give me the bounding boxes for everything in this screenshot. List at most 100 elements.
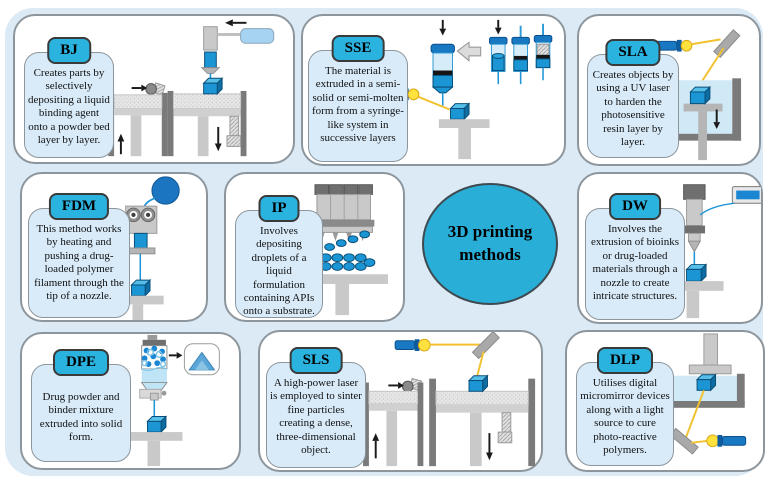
fdm-label: FDM bbox=[61, 198, 97, 214]
fdm-badge: FDM bbox=[48, 193, 110, 220]
dpe-badge: DPE bbox=[53, 349, 109, 376]
panel-sls: SLS A high-power laser is employed to si… bbox=[258, 330, 543, 472]
build-platform bbox=[663, 281, 724, 319]
build-platform bbox=[128, 432, 183, 467]
dw-label: DW bbox=[622, 198, 648, 214]
ip-textbox: IP Involves depositing droplets of a liq… bbox=[235, 195, 323, 318]
dlp-illustration bbox=[663, 333, 747, 455]
sse-illustration bbox=[387, 19, 553, 160]
dw-illustration bbox=[663, 184, 761, 319]
dlp-textbox: DLP Utilises digital micromirror devices… bbox=[576, 347, 674, 466]
sls-illustration bbox=[363, 332, 536, 467]
syringe-a bbox=[489, 19, 508, 85]
panel-dw: DW Involves the extrusion of bioinks or … bbox=[577, 172, 763, 324]
fdm-textbox: FDM This method works by heating and pus… bbox=[28, 193, 130, 318]
light-beam-source bbox=[691, 439, 708, 444]
fdm-description: This method works by heating and pushing… bbox=[34, 223, 124, 303]
down-arrow-icon bbox=[486, 433, 493, 461]
dlp-badge: DLP bbox=[597, 347, 653, 374]
flashlight-icon bbox=[654, 39, 693, 52]
dlp-description: Utilises digital micromirror devices alo… bbox=[580, 377, 670, 457]
down-arrow-icon bbox=[214, 126, 222, 152]
roller-icon bbox=[131, 82, 166, 96]
inkjet-printhead bbox=[313, 184, 375, 242]
build-platform bbox=[114, 295, 164, 320]
roller-icon bbox=[388, 377, 423, 393]
up-arrow-icon bbox=[117, 133, 125, 155]
droplets bbox=[319, 230, 376, 271]
dpe-illustration bbox=[128, 334, 220, 467]
panel-sse: SSE The material is extruded in a semi-s… bbox=[301, 14, 566, 166]
sse-description: The material is extruded in a semi-solid… bbox=[312, 65, 404, 145]
mirror-icon bbox=[471, 332, 500, 360]
cube-icon bbox=[467, 374, 489, 393]
ip-label: IP bbox=[271, 200, 287, 216]
sse-textbox: SSE The material is extruded in a semi-s… bbox=[308, 35, 408, 162]
cube-icon bbox=[146, 415, 168, 434]
syringe-c bbox=[533, 23, 553, 81]
cube-icon bbox=[449, 102, 471, 121]
powder-bed-right bbox=[167, 90, 247, 157]
sla-textbox: SLA Creates objects by using a UV laser … bbox=[587, 39, 679, 158]
flashlight-icon bbox=[706, 434, 747, 448]
light-beam bbox=[684, 389, 705, 440]
sse-label: SSE bbox=[344, 40, 372, 56]
dw-textbox: DW Involves the extrusion of bioinks or … bbox=[585, 193, 685, 320]
syringe-b bbox=[511, 25, 530, 85]
sla-label: SLA bbox=[618, 44, 648, 60]
left-arrow-icon bbox=[225, 19, 247, 27]
sls-description: A high-power laser is employed to sinter… bbox=[270, 377, 362, 457]
bj-textbox: BJ Creates parts by selectively depositi… bbox=[24, 37, 114, 158]
sla-description: Creates objects by using a UV laser to h… bbox=[592, 69, 674, 149]
powder-bed-left bbox=[108, 92, 168, 157]
dw-description: Involves the extrusion of bioinks or dru… bbox=[591, 223, 679, 303]
bj-badge: BJ bbox=[47, 37, 91, 64]
cube-icon bbox=[689, 85, 712, 105]
down-arrow-icon bbox=[439, 19, 447, 36]
monitor-icon bbox=[731, 186, 761, 204]
mirror-icon bbox=[713, 29, 741, 59]
cube-icon bbox=[685, 263, 708, 283]
down-arrow-icon bbox=[713, 109, 721, 129]
binder-cartridge bbox=[240, 28, 275, 44]
powder-bed-right bbox=[429, 378, 536, 467]
bj-illustration bbox=[108, 19, 275, 157]
block-arrow-left-icon bbox=[456, 41, 482, 62]
ip-badge: IP bbox=[258, 195, 300, 222]
right-arrow-icon bbox=[168, 351, 183, 359]
cube-icon bbox=[130, 278, 152, 297]
build-platform bbox=[438, 119, 490, 160]
panel-dlp: DLP Utilises digital micromirror devices… bbox=[565, 330, 765, 472]
printhead bbox=[200, 19, 275, 80]
mixing-bottle bbox=[139, 334, 168, 418]
dpe-label: DPE bbox=[66, 354, 96, 370]
cable bbox=[699, 202, 735, 216]
laser-beam bbox=[691, 38, 721, 46]
center-title-circle: 3D printing methods bbox=[422, 183, 558, 305]
laser-beam-reflected bbox=[475, 351, 485, 378]
panel-fdm: FDM This method works by heating and pus… bbox=[20, 172, 208, 322]
cube-icon bbox=[202, 77, 224, 96]
support-arm bbox=[688, 333, 732, 380]
filament-spool bbox=[151, 176, 180, 205]
up-arrow-icon bbox=[372, 433, 380, 459]
figure-title: 3D printing methods bbox=[447, 222, 533, 264]
sse-badge: SSE bbox=[331, 35, 385, 62]
dw-badge: DW bbox=[609, 193, 661, 220]
panel-dpe: DPE Drug powder and binder mixture extru… bbox=[20, 332, 241, 470]
bj-label: BJ bbox=[60, 42, 78, 58]
dpe-description: Drug powder and binder mixture extruded … bbox=[39, 391, 123, 444]
sla-badge: SLA bbox=[605, 39, 661, 66]
sls-badge: SLS bbox=[289, 347, 343, 374]
panel-ip: IP Involves depositing droplets of a liq… bbox=[224, 172, 405, 322]
sls-label: SLS bbox=[302, 352, 330, 368]
dpe-textbox: DPE Drug powder and binder mixture extru… bbox=[31, 349, 131, 462]
fdm-illustration bbox=[114, 176, 180, 320]
flashlight-icon bbox=[394, 338, 431, 352]
ip-illustration bbox=[310, 184, 388, 316]
mirror-icon bbox=[669, 427, 699, 455]
sls-textbox: SLS A high-power laser is employed to si… bbox=[266, 347, 366, 468]
powder-pile bbox=[183, 343, 220, 376]
extruder bbox=[125, 205, 158, 284]
